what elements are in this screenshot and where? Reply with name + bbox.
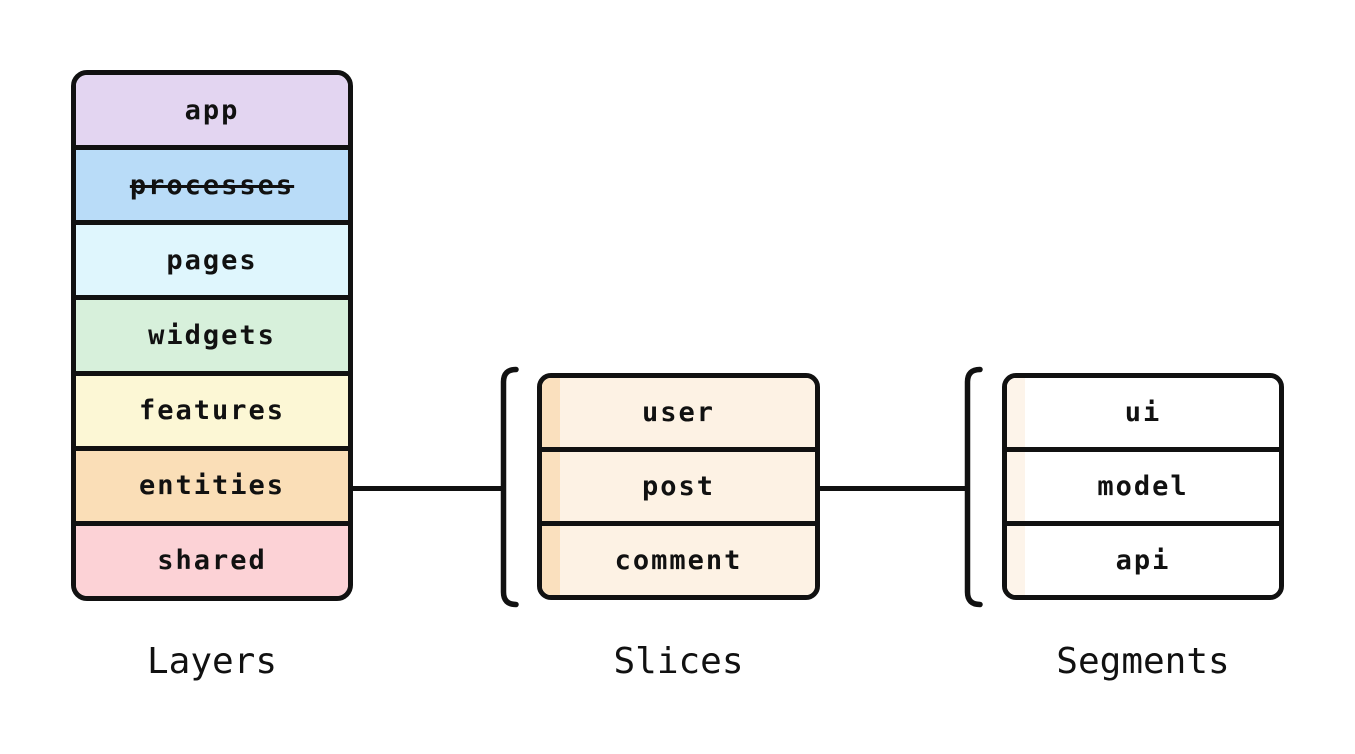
segment-row-model: model — [1007, 447, 1279, 521]
slice-label-user: user — [641, 397, 716, 428]
layer-row-app: app — [76, 75, 348, 146]
layer-label-app: app — [184, 94, 240, 126]
layer-row-shared: shared — [76, 520, 348, 596]
connector-layers-to-slices — [350, 486, 506, 491]
slice-strip — [542, 452, 560, 521]
segment-label-ui: ui — [1124, 397, 1162, 428]
slice-label-comment: comment — [614, 545, 743, 576]
layer-row-features: features — [76, 370, 348, 446]
segments-stack: ui model api — [1002, 373, 1284, 600]
layer-row-pages: pages — [76, 220, 348, 296]
slices-stack: user post comment — [537, 373, 820, 600]
segment-row-ui: ui — [1007, 378, 1279, 447]
slice-row-comment: comment — [542, 521, 815, 595]
segment-label-model: model — [1097, 471, 1189, 502]
segment-label-api: api — [1115, 545, 1171, 576]
layer-label-widgets: widgets — [148, 319, 276, 351]
slice-row-post: post — [542, 447, 815, 521]
layer-label-processes: processes — [129, 169, 295, 201]
segment-strip — [1007, 378, 1025, 447]
slice-strip — [542, 526, 560, 595]
connector-slices-to-segments — [818, 486, 968, 491]
layer-label-features: features — [138, 395, 286, 427]
layer-row-processes: processes — [76, 145, 348, 221]
layers-stack: app processes pages widgets features ent… — [71, 70, 353, 601]
layer-label-entities: entities — [138, 470, 286, 502]
layers-caption: Layers — [146, 641, 278, 682]
bracket-left-segments-icon — [962, 366, 984, 608]
segments-caption: Segments — [1056, 641, 1230, 682]
layer-label-pages: pages — [166, 244, 258, 276]
segment-row-api: api — [1007, 521, 1279, 595]
slice-strip — [542, 378, 560, 447]
slice-label-post: post — [641, 471, 716, 502]
bracket-left-slices-icon — [498, 366, 520, 608]
segment-strip — [1007, 526, 1025, 595]
slices-caption: Slices — [613, 641, 744, 682]
layer-row-entities: entities — [76, 445, 348, 521]
layer-label-shared: shared — [157, 545, 267, 577]
layer-row-widgets: widgets — [76, 295, 348, 371]
slice-row-user: user — [542, 378, 815, 447]
segment-strip — [1007, 452, 1025, 521]
